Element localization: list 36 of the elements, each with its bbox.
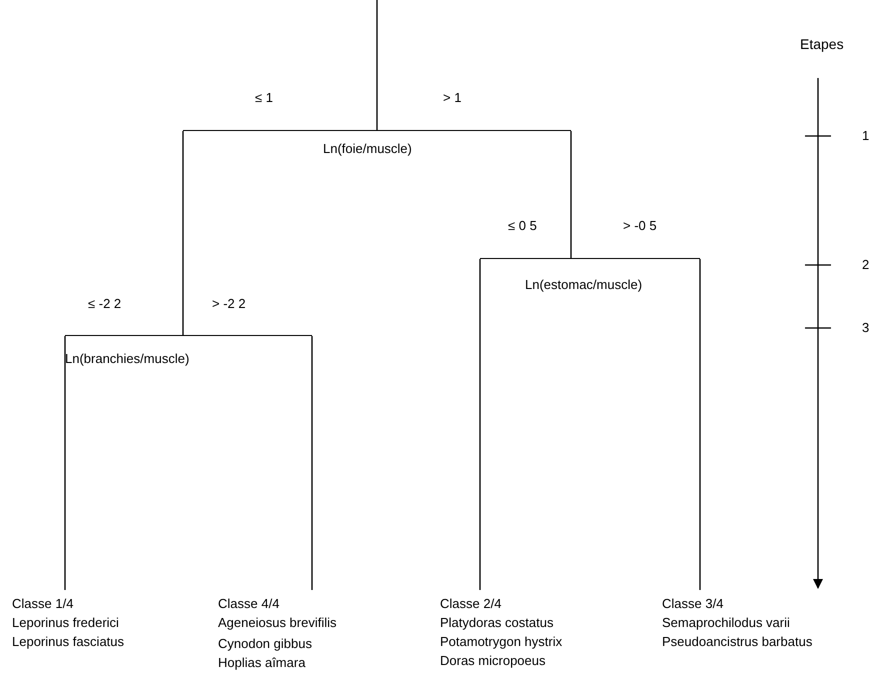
split-threshold: ≤ -2 2 [88, 296, 122, 311]
split-threshold: > 1 [443, 90, 462, 105]
tree-branch [570, 131, 572, 258]
axis-title: Etapes [800, 36, 844, 52]
step-number: 1 [862, 128, 870, 143]
species-name: Doras micropoeus [440, 652, 546, 670]
species-name: Cynodon gibbus [218, 635, 313, 653]
split-threshold: ≤ 1 [255, 90, 273, 105]
species-name: Ageneiosus brevifilis [218, 614, 337, 632]
tree-branch [479, 259, 481, 590]
class-heading: Classe 1/4 [12, 595, 74, 613]
class-heading: Classe 3/4 [662, 595, 724, 613]
split-variable: Ln(estomac/muscle) [525, 277, 642, 292]
class-heading: Classe 2/4 [440, 595, 502, 613]
species-name: Leporinus fasciatus [12, 633, 124, 651]
tree-branch [376, 0, 378, 130]
split-variable: Ln(branchies/muscle) [65, 351, 190, 366]
tree-branch [311, 336, 313, 590]
split-bracket [65, 335, 312, 369]
split-threshold: > -2 2 [212, 296, 246, 311]
tree-branch [699, 259, 701, 590]
step-number: 2 [862, 257, 870, 272]
species-name: Hoplias aîmara [218, 654, 306, 672]
tree-branch [182, 131, 184, 335]
split-threshold: > -0 5 [623, 218, 657, 233]
tree-branch [64, 336, 66, 590]
class-heading: Classe 4/4 [218, 595, 280, 613]
species-name: Potamotrygon hystrix [440, 633, 562, 651]
step-number: 3 [862, 320, 870, 335]
species-name: Platydoras costatus [440, 614, 554, 632]
species-name: Semaprochilodus varii [662, 614, 791, 632]
species-name: Leporinus frederici [12, 614, 120, 632]
split-threshold: ≤ 0 5 [508, 218, 537, 233]
species-name: Pseudoancistrus barbatus [662, 633, 812, 651]
split-bracket [480, 258, 700, 292]
split-variable: Ln(foie/muscle) [323, 141, 412, 156]
